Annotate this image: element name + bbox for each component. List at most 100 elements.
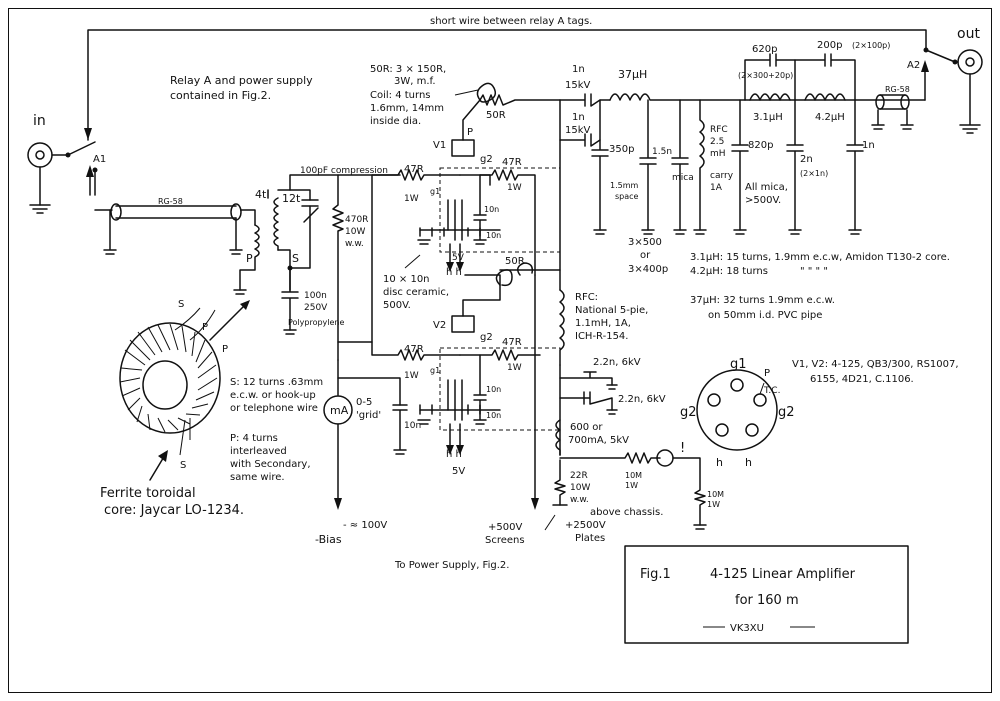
pin-tc: T.C. [763,386,780,396]
four-turns: 4t [255,188,267,201]
resistor-note-5: inside dia. [370,116,421,127]
screens-label: Screens [485,535,525,546]
primary-note-1: P: 4 turns [230,433,278,444]
c200-detail: (2×100p) [852,41,890,50]
rg58-right: RG-58 [885,85,910,94]
r470-watt: 10W [345,227,365,237]
c350-label: 350p [609,144,634,155]
r47-bot-watt: 1W [404,371,419,381]
secondary-note-2: e.c.w. or hook-up [230,390,316,401]
c10n-b: 10n [486,231,501,240]
relay-note-1: Relay A and power supply [170,74,313,87]
c10n-d: 10n [486,411,501,420]
resistor-note-1: 50R: 3 × 150R, [370,64,446,75]
coil-37-note-2: on 50mm i.d. PVC pipe [708,310,822,321]
twelve-turns: 12t [282,192,301,205]
c100n-voltage: 250V [304,303,328,313]
s-toroid-bottom: S [180,460,186,471]
out-label: out [957,26,980,42]
a2-label: A2 [907,60,920,71]
coil-37-note-1: 37μH: 32 turns 1.9mm e.c.w. [690,295,835,306]
c1n-b-value: 1n [572,112,585,123]
c1n-b-voltage: 15kV [565,125,591,136]
pin-g2-left: g2 [680,405,697,420]
input-connector [27,141,98,214]
r47-g2-top: 47R [502,157,522,168]
resistor-note-2: 3W, m.f. [394,76,436,87]
c620-detail: (2×300+20p) [738,71,793,80]
primary-note-2: interleaved [230,446,287,457]
p-toroid-2: P [222,344,228,355]
output-network [559,53,926,235]
primary-note-4: same wire. [230,472,285,483]
meter-range: 0-5 [356,397,372,408]
c1n-a-voltage: 15kV [565,80,591,91]
resistor-470r [323,174,408,510]
g1-bot: g1 [430,366,440,375]
space-1: 1.5mm [610,181,639,190]
c2n-value: 2n [800,154,813,165]
space-2: space [615,192,639,201]
r50-top: 50R [486,110,506,121]
heater-bot: h h [446,449,462,460]
tube-v1-grid [371,167,561,276]
above-chassis: above chassis. [590,507,663,518]
coax-input [94,203,256,255]
bias-label: -Bias [315,533,342,546]
r47-g2-bot-watt: 1W [507,363,522,373]
coil-31-note: 3.1μH: 15 turns, 1.9mm e.c.w, Amidon T13… [690,252,950,263]
c3x500-1: 3×500 [628,237,662,248]
relay-note-2: contained in Fig.2. [170,89,271,102]
c200-label: 200p [817,40,842,51]
r22-value: 22R [570,471,588,481]
v2-label: V2 [433,320,446,331]
compression-cap: 100pF compression [300,166,388,176]
neon-lamp: ! [680,441,685,456]
diagram-frame [8,8,992,693]
pin-h1: h [716,456,723,469]
s-toroid: S [178,299,184,310]
c3x500-3: 3×400p [628,264,668,275]
top-wire-note: short wire between relay A tags. [430,16,592,27]
fig-label: Fig.1 [640,567,671,582]
pin-g2-right: g2 [778,405,795,420]
fig-title: 4-125 Linear Amplifier [710,567,856,582]
tube-base [696,369,778,451]
r10m-a-value: 10M [625,471,642,480]
disc-note-3: 500V. [383,300,411,311]
meter-grid: 'grid' [356,410,381,421]
disc-note-arrow [404,254,421,269]
v5-bot: 5V [452,466,465,477]
p-winding: P [246,252,253,265]
all-mica-2: >500V. [745,195,781,206]
rfc-plate-3: mH [710,149,726,159]
milliammeter: mA [330,404,349,417]
primary-note-3: with Secondary, [230,459,311,470]
rfc-note-4: ICH-R-154. [575,331,628,342]
coil-42-note: 4.2μH: 18 turns [690,266,768,277]
c10n-meter: 10n [404,421,421,431]
c10n-a: 10n [484,205,499,214]
toroid-note-2: core: Jaycar LO-1234. [104,503,244,518]
bias-voltage: - ≈ 100V [343,520,387,531]
r470-value: 470R [345,215,368,225]
r47-top-watt: 1W [404,194,419,204]
v5-top: 5V [452,253,465,263]
caption-box [624,545,909,644]
rfc600-2: 700mA, 5kV [568,435,629,446]
tubes-note-2: 6155, 4D21, C.1106. [810,374,914,385]
r470-type: w.w. [345,239,364,249]
pin-h2: h [745,456,752,469]
v1-label: V1 [433,140,446,151]
toroid-arrow-head [158,450,168,462]
r47-g2-top-watt: 1W [507,183,522,193]
plates-voltage: +2500V [565,520,606,531]
r10m-b-value: 10M [707,490,724,499]
r22-watt: 10W [570,483,590,493]
r47-top: 47R [404,164,424,175]
fig-subtitle: for 160 m [735,593,799,608]
c1n-a-value: 1n [572,64,585,75]
disc-note-2: disc ceramic, [383,287,449,298]
c3x500-2: or [640,250,651,261]
